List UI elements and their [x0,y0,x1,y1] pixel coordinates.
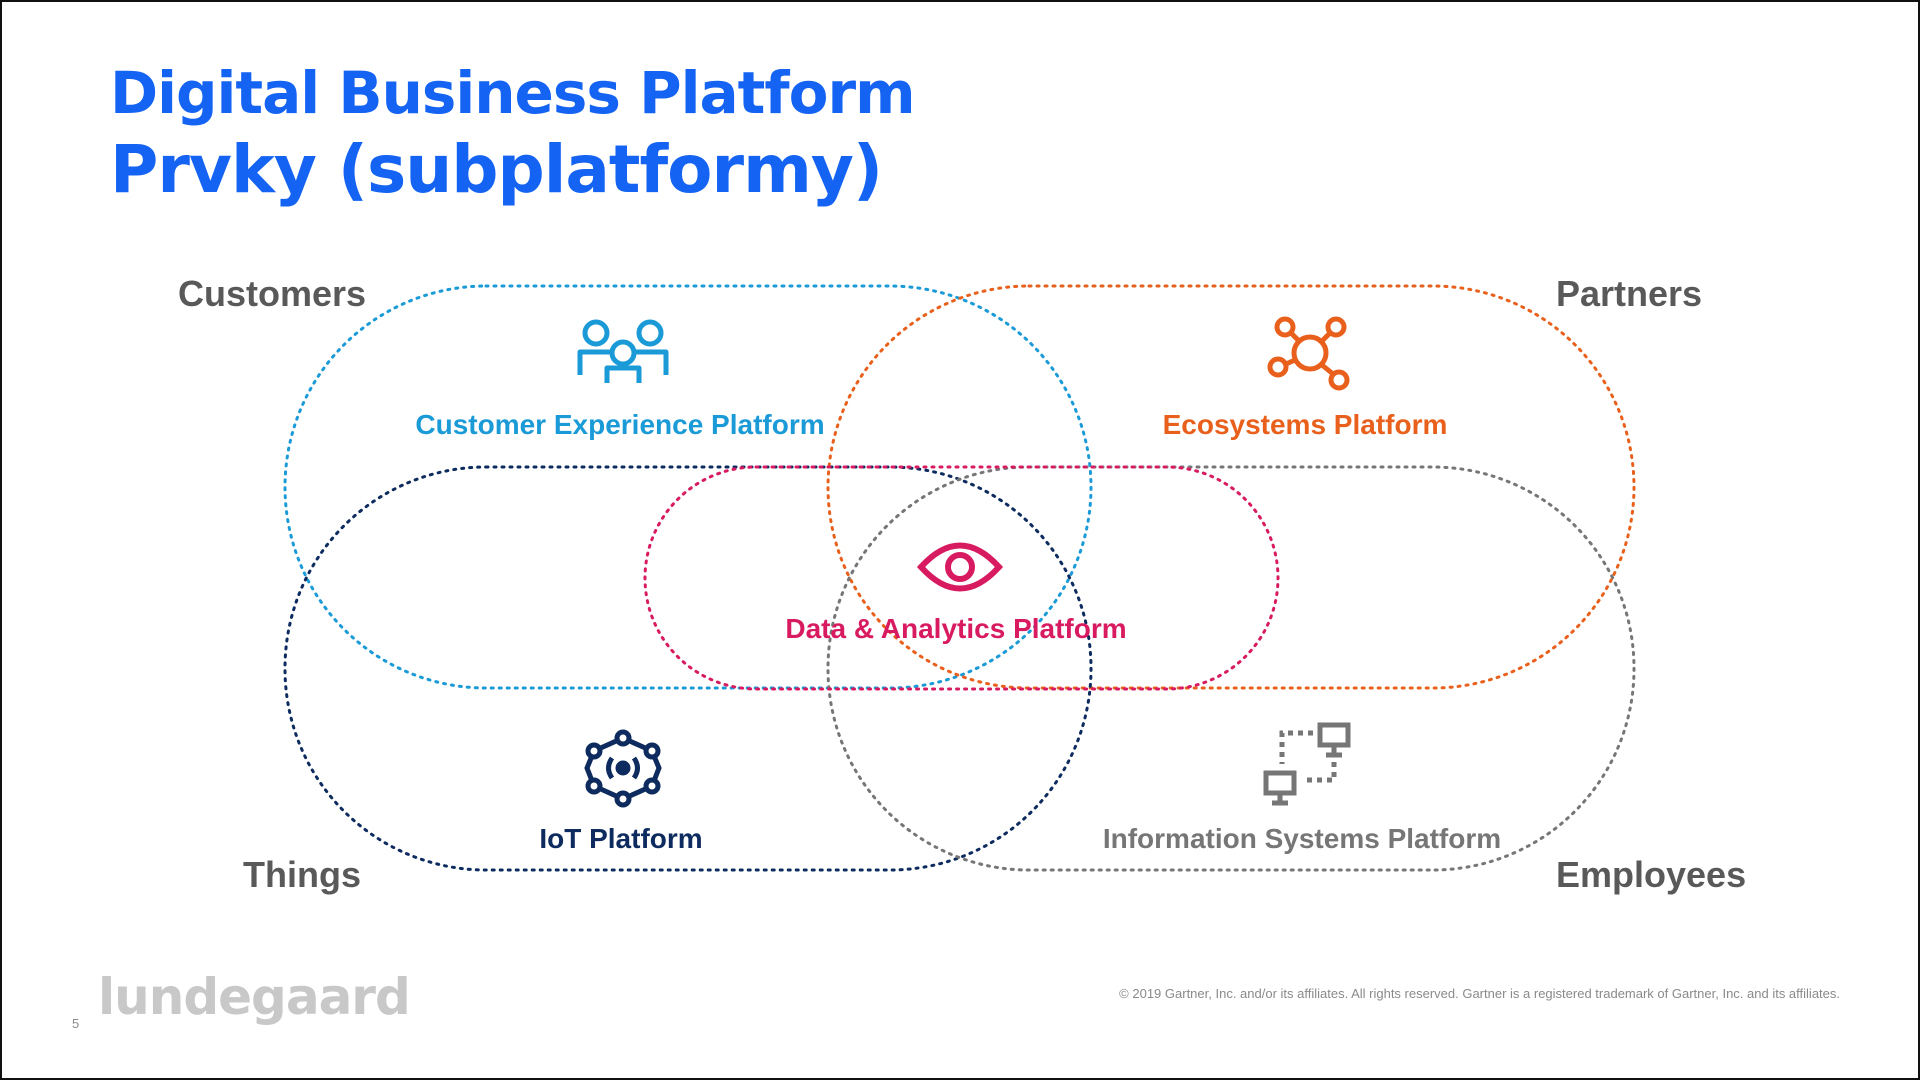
data-region [643,465,1280,691]
corner-label-customers: Customers [178,273,366,314]
copyright-notice: © 2019 Gartner, Inc. and/or its affiliat… [1119,986,1840,1001]
label-ecosystems-platform: Ecosystems Platform [1163,409,1448,440]
corner-label-partners: Partners [1556,273,1702,314]
title-line-2: Prvky (subplatformy) [110,131,883,208]
eye-icon [916,542,1004,592]
label-data-analytics-platform: Data & Analytics Platform [785,613,1126,644]
network-hub-icon [1267,316,1350,391]
slide-title: Digital Business Platform Prvky (subplat… [110,58,916,212]
computers-icon [1263,722,1351,806]
information-region [826,465,1636,872]
people-icon [577,319,669,383]
iot-region [283,465,1093,872]
customer-region [283,284,1093,690]
label-customer-experience-platform: Customer Experience Platform [415,409,824,440]
iot-hexagon-icon [584,729,662,808]
page-number: 5 [72,1016,80,1031]
corner-label-things: Things [243,854,361,895]
label-information-systems-platform: Information Systems Platform [1103,823,1501,854]
label-iot-platform: IoT Platform [539,823,702,854]
corner-label-employees: Employees [1556,854,1746,895]
lundegaard-logo: lundegaard [98,968,411,1026]
title-line-1: Digital Business Platform [110,59,916,127]
ecosystems-region [826,284,1636,690]
